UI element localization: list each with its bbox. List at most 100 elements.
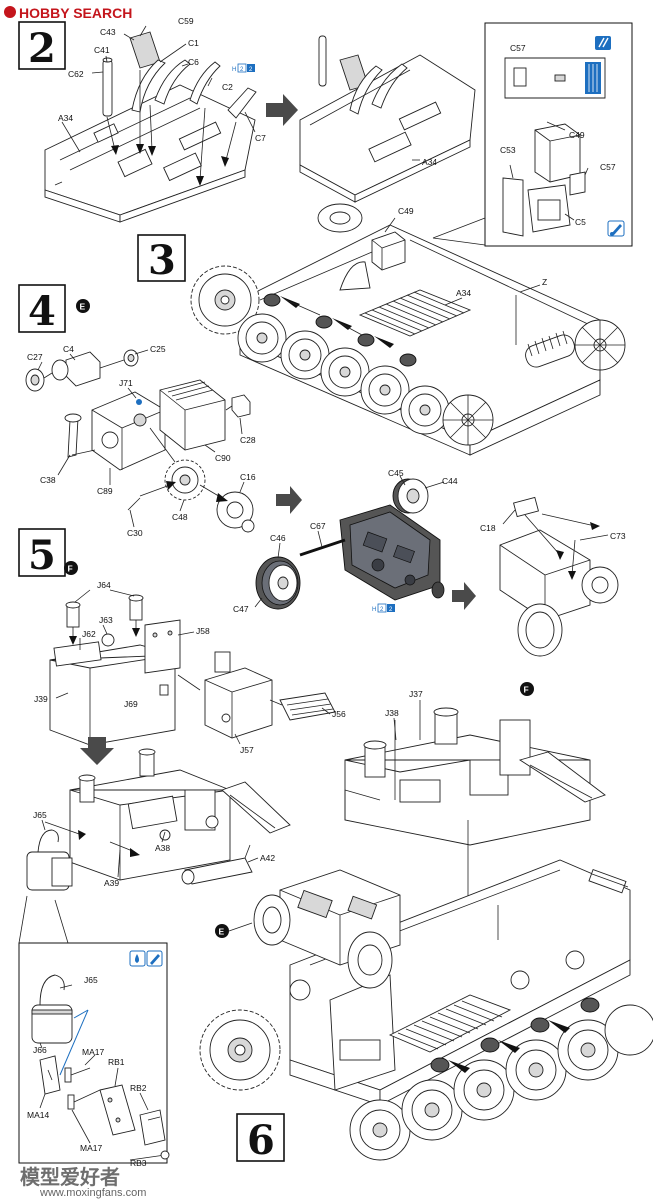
label-c73: C73	[610, 531, 626, 541]
step4-transmission	[255, 478, 445, 610]
step6-return-rollers	[289, 950, 585, 1001]
part-c48	[164, 459, 206, 501]
step5-assembled-unit	[69, 748, 291, 881]
step4-arrows	[139, 405, 233, 502]
label-j58: J58	[196, 626, 210, 636]
marker-f-right	[520, 682, 534, 696]
part-j56	[279, 692, 336, 721]
badge-h22-second-a: 2	[380, 607, 384, 613]
step-4: 4 E	[18, 284, 626, 657]
inset-top: C57 C49 C53 C57 C5	[432, 22, 633, 247]
step3-road-wheels	[237, 313, 450, 435]
label-ma17-top: MA17	[82, 1047, 104, 1057]
label-c45: C45	[388, 468, 404, 478]
hobby-search-text: HOBBY SEARCH	[19, 5, 132, 21]
part-c30	[127, 497, 141, 511]
label-c28: C28	[240, 435, 256, 445]
badge-h22-second: H 2 2	[372, 603, 395, 613]
part-c16	[216, 491, 255, 533]
label-ma14: MA14	[27, 1110, 49, 1120]
label-c57-side: C57	[600, 162, 616, 172]
label-c44: C44	[442, 476, 458, 486]
hobby-search-logo-icon	[4, 6, 16, 18]
brush-icon-bottom	[146, 950, 163, 967]
step3-top-sprocket	[317, 203, 363, 233]
step2-result-arrow	[266, 94, 298, 126]
label-ma17-bottom: MA17	[80, 1143, 102, 1153]
label-a42: A42	[260, 853, 275, 863]
step5-down-arrow	[80, 737, 114, 765]
inset-rb1	[99, 1084, 136, 1136]
inset-rb2	[139, 1109, 166, 1146]
marker-e-step6-letter: E	[219, 927, 225, 937]
label-c49-inset: C49	[569, 130, 585, 140]
step-5: 5 F	[18, 528, 606, 994]
label-j65: J65	[33, 810, 47, 820]
footer-watermark: 模型爱好者 www.moxingfans.com	[20, 1165, 146, 1199]
part-j69-wall	[49, 633, 176, 746]
step5-right-unit	[344, 707, 606, 846]
label-c18: C18	[480, 523, 496, 533]
label-j57: J57	[240, 745, 254, 755]
step2-parts	[102, 31, 257, 119]
label-c46: C46	[270, 533, 286, 543]
step6-transmission	[253, 869, 401, 989]
label-c4: C4	[63, 344, 74, 354]
hobby-search-watermark: HOBBY SEARCH	[4, 5, 132, 21]
step-6-number: 6	[247, 1117, 275, 1164]
marker-e-step4-letter: E	[80, 302, 86, 312]
marker-f-step5-letter: F	[68, 564, 73, 574]
label-j66: J66	[33, 1045, 47, 1055]
badge-h22-b: 2	[249, 67, 253, 73]
marker-e-step4	[76, 299, 90, 313]
step6-grille	[388, 994, 512, 1053]
inset-bottom: J65 J66 MA17 RB1 RB2 MA14 MA17 RB3	[18, 895, 170, 1168]
label-j38: J38	[385, 708, 399, 718]
step6-drive-sprocket	[199, 1009, 281, 1091]
step-6-box	[236, 1113, 285, 1162]
label-c43: C43	[100, 27, 116, 37]
step3-suspension-arrows	[263, 293, 417, 367]
part-c27	[25, 368, 45, 392]
step3-drive-sprocket	[190, 265, 260, 335]
part-j65-a	[26, 821, 86, 891]
label-a34-left: A34	[58, 113, 73, 123]
label-j65-inset: J65	[84, 975, 98, 985]
step-6: 6 E	[199, 859, 653, 1164]
step-5-number: 5	[28, 532, 56, 579]
label-c59: C59	[178, 16, 194, 26]
label-a34-right: A34	[422, 157, 437, 167]
marker-f-right-letter: F	[524, 685, 529, 695]
label-c67: C67	[310, 521, 326, 531]
label-c48: C48	[172, 512, 188, 522]
part-c25	[123, 349, 139, 367]
step4-final-assembly	[499, 496, 619, 657]
badge-h22: H 2 2	[232, 63, 255, 73]
label-c53: C53	[500, 145, 516, 155]
step3-rear-idler	[574, 319, 626, 371]
label-c49-step3: C49	[398, 206, 414, 216]
label-c5: C5	[575, 217, 586, 227]
label-c16: C16	[240, 472, 256, 482]
step-2: 2	[18, 16, 476, 223]
label-c47: C47	[233, 604, 249, 614]
badge-h22-second-letter: H	[372, 607, 376, 613]
label-j64: J64	[97, 580, 111, 590]
inset-j65	[31, 974, 89, 1076]
label-j71: J71	[119, 378, 133, 388]
step-4-box	[18, 284, 66, 333]
step-3-box	[137, 234, 186, 282]
blue-dot-marker	[136, 399, 142, 405]
step3-idler	[442, 394, 494, 446]
label-c30: C30	[127, 528, 143, 538]
label-a34-step3: A34	[456, 288, 471, 298]
label-c2: C2	[222, 82, 233, 92]
badge-h22-letter: H	[232, 67, 236, 73]
badge-h22-second-b: 2	[389, 607, 393, 613]
paint-pot-icon	[595, 36, 611, 50]
label-c1: C1	[188, 38, 199, 48]
label-c62: C62	[68, 69, 84, 79]
label-z: Z	[542, 277, 547, 287]
inset-ma14	[39, 1055, 61, 1095]
step-2-number: 2	[28, 25, 56, 72]
